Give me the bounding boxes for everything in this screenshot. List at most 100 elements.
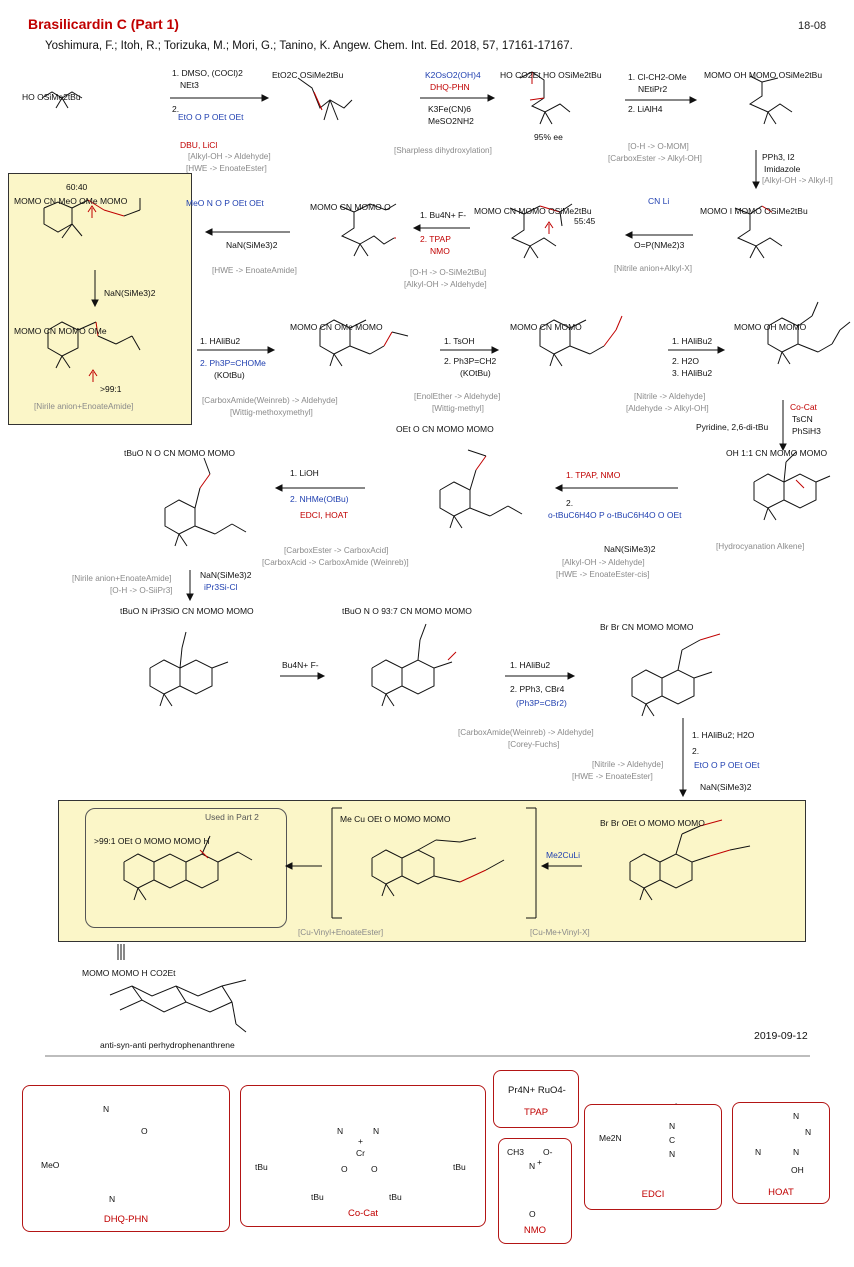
step2-line4: MeSO2NH2 (428, 116, 474, 126)
cyclohexane-amide-label: MOMO CN MOMO OMe (14, 326, 107, 336)
structure-decalin-silyl (149, 631, 229, 707)
cocat-name: Co-Cat (347, 1208, 379, 1219)
step10-tag2: [Wittig-methyl] (432, 404, 484, 413)
weinreb-chain-label: tBuO N O CN MOMO MOMO (124, 448, 235, 458)
step12-line1: Co-Cat (790, 402, 817, 412)
step2-line1: K2OsO2(OH)4 (425, 70, 481, 80)
hydrocyanation-label: OH 1:1 CN MOMO MOMO (726, 448, 828, 458)
page-title: Brasilicardin C (Part 1) (28, 16, 179, 32)
structure-decalin-dibromo (631, 633, 721, 717)
enoate-amide-ratio: 60:40 (66, 182, 88, 192)
step1-line2: NEt3 (180, 80, 199, 90)
step3-tag2: [CarboxEster -> Alkyl-OH] (608, 154, 702, 163)
hoat-text-n1: N (793, 1111, 800, 1121)
step13-line1: 1. TPAP, NMO (566, 470, 621, 480)
reagent-box-nmo: CH3 O- N + O NMO (498, 1138, 572, 1244)
enoate-label: EtO2C OSiMe2tBu (272, 70, 344, 80)
nitrile-anion-label: CN Li (648, 196, 670, 206)
structure-conformer (109, 944, 247, 1033)
conformer-caption: anti-syn-anti perhydrophenanthrene (100, 1040, 235, 1050)
step4-tag1: [Alkyl-OH -> Alkyl-I] (762, 176, 833, 185)
step7-tag1: [HWE -> EnoateAmide] (212, 266, 297, 275)
step1-line3: 2. (172, 104, 180, 114)
step12-line2: TsCN (792, 414, 813, 424)
step2-line2: DHQ-PHN (430, 82, 470, 92)
edci-text-n1: N (669, 1149, 676, 1159)
reagent-box-tpap: Pr4N+ RuO4- TPAP (493, 1070, 579, 1128)
vinylcuprate-label: Me Cu OEt O MOMO MOMO (340, 814, 451, 824)
diene-alcohol-label: MOMO OH MOMO (734, 322, 807, 332)
step1-line4: DBU, LiCl (180, 140, 218, 150)
nmo-name: NMO (523, 1225, 547, 1236)
step8-tag1: [Nirile anion+EnoateAmide] (34, 402, 134, 411)
enoate-amide-label: MOMO CN MeO OMe MOMO (14, 196, 128, 206)
hoat-text-n2: N (805, 1127, 812, 1137)
step2-tag1: [Sharpless dihydroxylation] (394, 146, 492, 155)
structure-mom-alcohol (748, 75, 793, 125)
dhq-text-n2: N (109, 1194, 116, 1204)
final-product-frame (85, 808, 287, 928)
step7-line1: NaN(SiMe3)2 (226, 240, 278, 250)
reagent-box-edci: Me2N N C N EDCI (584, 1104, 722, 1210)
step1-line1: 1. DMSO, (COCl)2 (172, 68, 243, 78)
step11-tag1: [Nitrile -> Aldehyde] (634, 392, 706, 401)
step13-line2: 2. (566, 498, 574, 508)
step15-tag2: [O-H -> O-SiiPr3] (110, 586, 173, 595)
nmo-text-n: N (529, 1161, 536, 1171)
decalin-silyl-label: tBuO N iPr3SiO CN MOMO MOMO (120, 606, 254, 616)
structure-enoate (297, 77, 353, 121)
dibromo-enoate-label: Br Br OEt O MOMO MOMO (600, 818, 705, 828)
structure-enol-ether (319, 319, 409, 367)
nmo-text-ch3: CH3 (507, 1147, 525, 1157)
step6-tag2: [Alkyl-OH -> Aldehyde] (404, 280, 487, 289)
step3-tag1: [O-H -> O-MOM] (628, 142, 689, 151)
step5-line1: O=P(NMe2)3 (634, 240, 685, 250)
step12-line4: Pyridine, 2,6-di-tBu (696, 422, 769, 432)
conformer-label: MOMO MOMO H CO2Et (82, 968, 176, 978)
cis-enoate-label: OEt O CN MOMO MOMO (396, 424, 494, 434)
step3-line2: NEtiPr2 (638, 84, 668, 94)
structure-iodide (734, 205, 783, 259)
step14-tag1: [CarboxEster -> CarboxAcid] (284, 546, 389, 555)
dhq-text-meo: MeO (41, 1160, 60, 1170)
structure-sm (41, 91, 83, 109)
nmo-text-o: O (529, 1209, 536, 1219)
hwe-reagent-label-1: EtO O P OEt OEt (178, 112, 244, 122)
cocat-text-tbu2: tBu (453, 1162, 466, 1172)
reagent-box-dhq: N O MeO N DHQ-PHN (22, 1085, 230, 1232)
decalin-amide-label: tBuO N O 93:7 CN MOMO MOMO (342, 606, 472, 616)
reaction-arrows (91, 94, 787, 870)
used-in-part2-label: Used in Part 2 (205, 812, 259, 822)
step17-line2: 2. PPh3, CBr4 (510, 684, 565, 694)
step10-line1: 1. TsOH (444, 336, 475, 346)
step19-line1: Me2CuLi (546, 850, 581, 860)
step1-tag2: [HWE -> EnoateEster] (186, 164, 267, 173)
scheme-date: 2019-09-12 (754, 1030, 808, 1042)
step10-tag1: [EnolEther -> Aldehyde] (414, 392, 501, 401)
structure-dibromo-enoate (629, 819, 751, 901)
nmo-text-plus: + (537, 1157, 542, 1167)
step9-line3: (KOtBu) (214, 370, 245, 380)
step6-line2: 2. TPAP (420, 234, 451, 244)
tpap-name: TPAP (523, 1107, 549, 1118)
step6-line3: NMO (430, 246, 450, 256)
iodide-label: MOMO I MOMO OSiMe2tBu (700, 206, 808, 216)
structure-nitrile-adduct (509, 203, 573, 259)
step18-line1: 1. HAliBu2; H2O (692, 730, 755, 740)
step14-line1: 1. LiOH (290, 468, 319, 478)
step11-line2: 2. H2O (672, 356, 699, 366)
step13-tag1: [Alkyl-OH -> Aldehyde] (562, 558, 645, 567)
structure-vinylcuprate (331, 807, 537, 919)
step4-line1: PPh3, I2 (762, 152, 795, 162)
structure-weinreb-chain (164, 457, 247, 547)
cocat-text-cr: Cr (356, 1148, 365, 1158)
step15-line1: NaN(SiMe3)2 (200, 570, 252, 580)
reference-citation: Yoshimura, F.; Itoh, R.; Torizuka, M.; M… (45, 40, 573, 52)
hoat-text-oh: OH (791, 1165, 804, 1175)
cocat-text-plus: + (358, 1136, 363, 1146)
step18-tag1: [Nitrile -> Aldehyde] (592, 760, 664, 769)
step14-line3: EDCI, HOAT (300, 510, 349, 520)
step15-tag1: [Nirile anion+EnoateAmide] (72, 574, 172, 583)
hoat-text-n4: N (755, 1147, 762, 1157)
hwe-amide-reagent-label: MeO N O P OEt OEt (186, 198, 264, 208)
